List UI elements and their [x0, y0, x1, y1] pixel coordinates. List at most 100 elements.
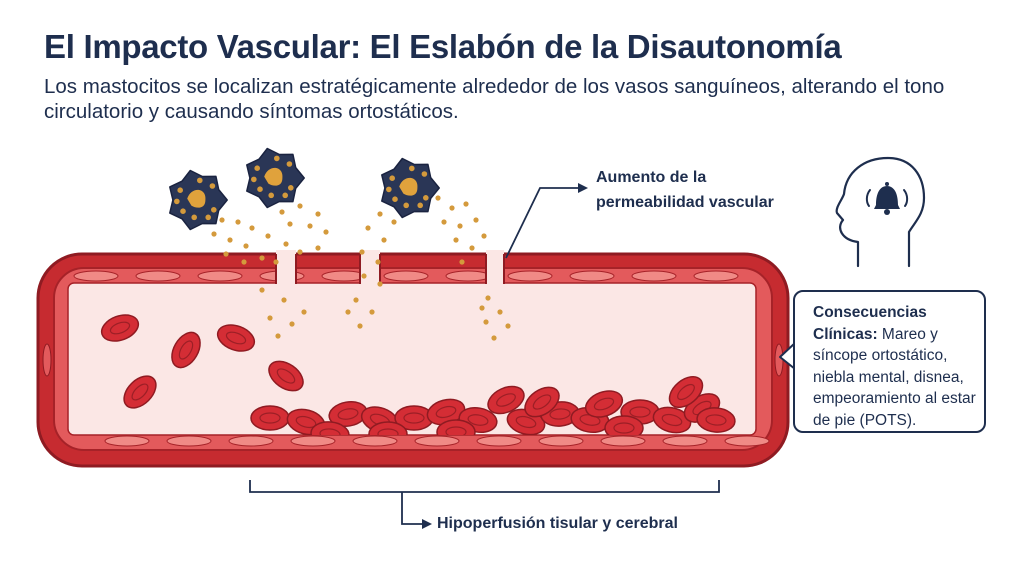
granule: [473, 217, 479, 223]
endothelial-cell: [693, 270, 739, 282]
endothelial-cell: [507, 270, 553, 282]
red-blood-cell-body: [668, 375, 704, 409]
red-blood-cell: [652, 406, 692, 434]
endothelial-cell: [42, 343, 52, 377]
consequences-heading: Consecuencias Clínicas:: [813, 304, 927, 343]
red-blood-cell: [100, 314, 140, 342]
mast-cell-icon: [169, 169, 228, 231]
endothelial-cell: [197, 270, 243, 282]
mast-cell-nucleus: [187, 189, 206, 208]
wall-gap: [276, 250, 296, 286]
mast-cell-granule: [254, 165, 260, 171]
endothelial-cell: [352, 435, 398, 447]
granule: [497, 309, 503, 315]
granule: [357, 323, 363, 329]
bell-icon: [865, 182, 909, 215]
red-blood-cell-center: [515, 415, 537, 429]
granule: [297, 203, 303, 209]
red-blood-cell-body: [652, 406, 692, 434]
granule: [315, 211, 321, 217]
red-blood-cell-center: [403, 412, 425, 424]
red-blood-cell-center: [435, 405, 457, 419]
granule: [353, 297, 359, 303]
callout-pointer: [779, 342, 796, 370]
released-granules: [211, 195, 511, 341]
granule: [375, 259, 381, 265]
red-blood-cell: [436, 419, 476, 435]
red-blood-cell-center: [337, 408, 359, 420]
permeability-arrowhead: [578, 183, 588, 193]
endothelial-cell: [569, 270, 615, 282]
granule: [381, 237, 387, 243]
hypoperfusion-bracket: [249, 480, 720, 493]
red-blood-cell-center: [677, 383, 695, 401]
red-blood-cell-center: [467, 414, 489, 426]
red-blood-cell-center: [549, 408, 571, 420]
permeability-label-line1: Aumento de la: [596, 169, 707, 186]
granule: [287, 221, 293, 227]
granule: [307, 223, 313, 229]
wall-gap-edge: [359, 254, 381, 284]
red-blood-cell-center: [259, 412, 281, 424]
red-blood-cell-body: [604, 415, 644, 435]
red-blood-cell: [394, 405, 434, 431]
red-blood-cell-body: [436, 419, 476, 435]
granule: [479, 305, 485, 311]
endothelial-cell: [600, 435, 646, 447]
red-blood-cells: [100, 314, 736, 435]
red-blood-cell-center: [319, 428, 341, 435]
mast-cell-granule: [392, 196, 398, 202]
granule: [483, 319, 489, 325]
mast-cell-granule: [421, 171, 428, 177]
mast-cell-granule: [197, 177, 203, 184]
granule: [289, 321, 295, 327]
endothelial-cell: [538, 435, 584, 447]
mast-cell-granule: [423, 195, 429, 201]
granule: [505, 323, 511, 329]
permeability-arrow: [505, 187, 580, 259]
mast-cell-granule: [211, 207, 217, 213]
red-blood-cell-body: [524, 386, 560, 418]
red-blood-cell-center: [109, 321, 131, 335]
blood-vessel: [36, 250, 790, 468]
mast-cell-granule: [409, 165, 415, 172]
red-blood-cell-body: [368, 421, 408, 435]
endothelial-cell: [104, 435, 150, 447]
red-blood-cell-body: [250, 405, 290, 431]
granule: [491, 335, 497, 341]
mast-cell-granule: [177, 187, 183, 193]
red-blood-cell: [696, 407, 736, 433]
granule: [211, 231, 217, 237]
mast-cell-nucleus: [399, 177, 418, 196]
granule: [377, 211, 383, 217]
endothelial-cell: [383, 270, 429, 282]
mast-cell-granule: [205, 214, 211, 221]
granule: [219, 217, 225, 223]
mast-cells: [169, 147, 440, 231]
red-blood-cell-center: [496, 393, 516, 407]
red-blood-cell-center: [445, 426, 467, 435]
red-blood-cell-center: [613, 422, 635, 434]
mast-cell-granule: [268, 192, 275, 199]
red-blood-cell-center: [532, 394, 552, 410]
mast-cell-granule: [386, 186, 392, 193]
red-blood-cell: [668, 375, 704, 409]
red-blood-cell-center: [377, 428, 399, 435]
wall-gap-edge: [275, 254, 297, 284]
granule: [469, 245, 475, 251]
granule: [301, 309, 307, 315]
granule: [279, 209, 285, 215]
red-blood-cell: [310, 421, 350, 435]
granule: [365, 225, 371, 231]
granule: [481, 233, 487, 239]
granule: [315, 245, 321, 251]
wall-gap: [486, 250, 504, 286]
page-subtitle: Los mastocitos se localizan estratégicam…: [44, 75, 945, 123]
red-blood-cell: [487, 385, 525, 415]
red-blood-cell-body: [123, 375, 157, 409]
granule: [259, 255, 265, 261]
red-blood-cell: [123, 375, 157, 409]
red-blood-cell-center: [276, 368, 296, 384]
mast-cell-granule: [389, 175, 396, 181]
red-blood-cell-center: [661, 413, 683, 427]
